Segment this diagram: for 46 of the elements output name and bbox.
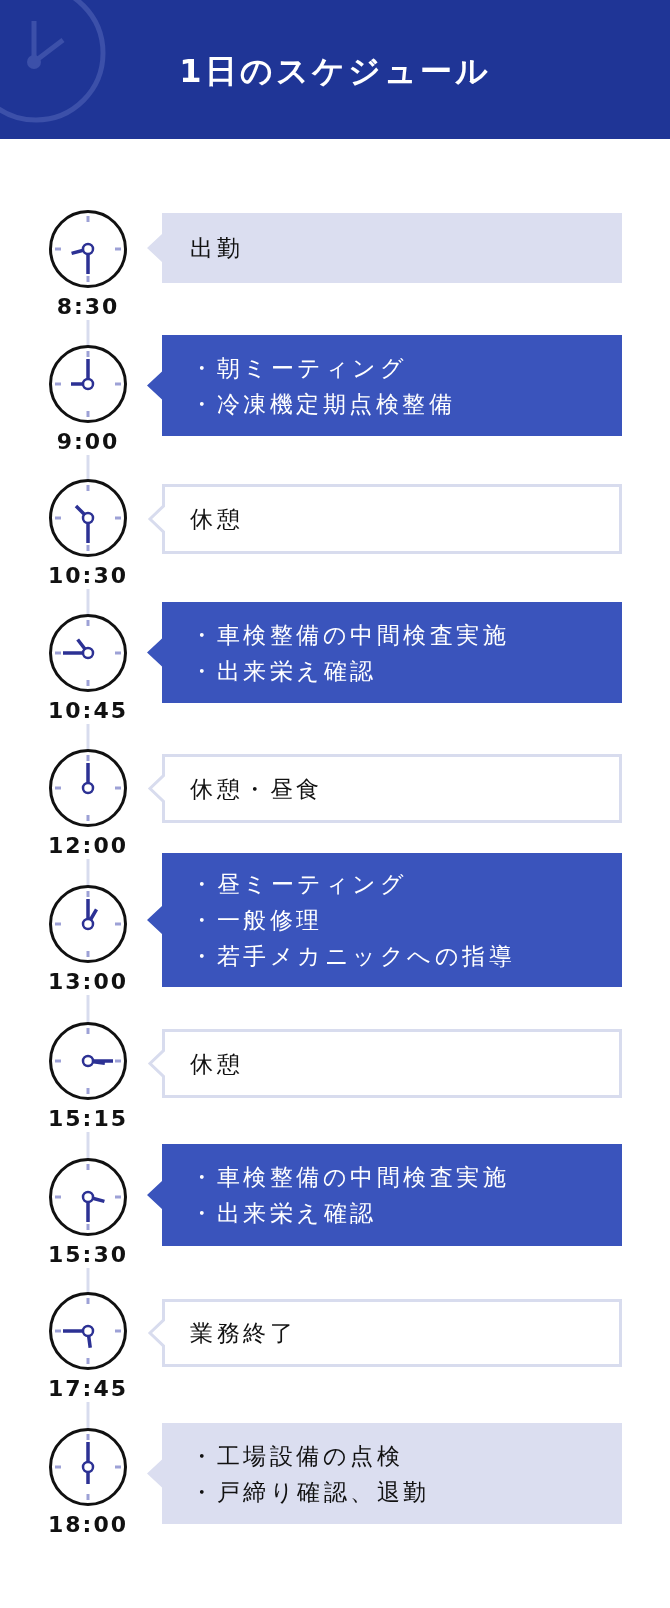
time-label: 9:00 (56, 429, 120, 455)
task-text: ・若手メカニックへの指導 (190, 942, 515, 971)
task-text: 業務終了 (190, 1319, 296, 1348)
task-text: ・出来栄え確認 (190, 656, 377, 686)
connector-line (86, 724, 90, 749)
title: 1日のスケジュール (179, 51, 491, 92)
speech-bubble (147, 1144, 622, 1246)
task-text: ・冷凍機定期点検整備 (190, 389, 455, 419)
speech-bubble (147, 1029, 622, 1098)
speech-bubble (147, 754, 622, 823)
connector-line (86, 455, 90, 479)
task-text: 休憩 (190, 505, 243, 534)
task-text: ・車検整備の中間検査実施 (190, 620, 509, 650)
time-label: 12:00 (48, 833, 128, 859)
time-label: 10:45 (48, 698, 128, 724)
speech-bubble (147, 1423, 622, 1524)
speech-bubble (147, 602, 622, 703)
speech-bubble (147, 484, 622, 554)
connector-line (86, 320, 90, 345)
task-text: ・車検整備の中間検査実施 (190, 1163, 509, 1192)
task-text: 休憩 (190, 1049, 243, 1079)
task-text: 休憩・昼食 (190, 774, 323, 804)
time-label: 13:00 (48, 969, 128, 995)
task-text: 出勤 (190, 234, 243, 263)
time-label: 17:45 (48, 1376, 128, 1402)
time-label: 15:15 (48, 1106, 128, 1132)
time-label: 18:00 (48, 1512, 128, 1538)
connector-line (86, 589, 90, 614)
connector-line (86, 1402, 90, 1428)
time-label: 8:30 (56, 294, 120, 320)
task-text: ・工場設備の点検 (190, 1441, 403, 1471)
speech-bubble (147, 335, 622, 436)
task-text: ・朝ミーティング (190, 353, 407, 383)
speech-bubble (147, 853, 622, 987)
speech-bubble (147, 213, 622, 283)
task-text: ・出来栄え確認 (190, 1199, 377, 1228)
task-text: ・昼ミーティング (190, 870, 407, 899)
time-label: 15:30 (48, 1242, 128, 1268)
connector-line (86, 1132, 90, 1158)
task-text: ・一般修理 (190, 906, 323, 935)
speech-bubble (147, 1299, 622, 1367)
time-label: 10:30 (48, 563, 128, 589)
connector-line (86, 995, 90, 1022)
task-text: ・戸締り確認、退勤 (190, 1477, 430, 1507)
connector-line (86, 859, 90, 885)
connector-line (86, 1268, 90, 1292)
